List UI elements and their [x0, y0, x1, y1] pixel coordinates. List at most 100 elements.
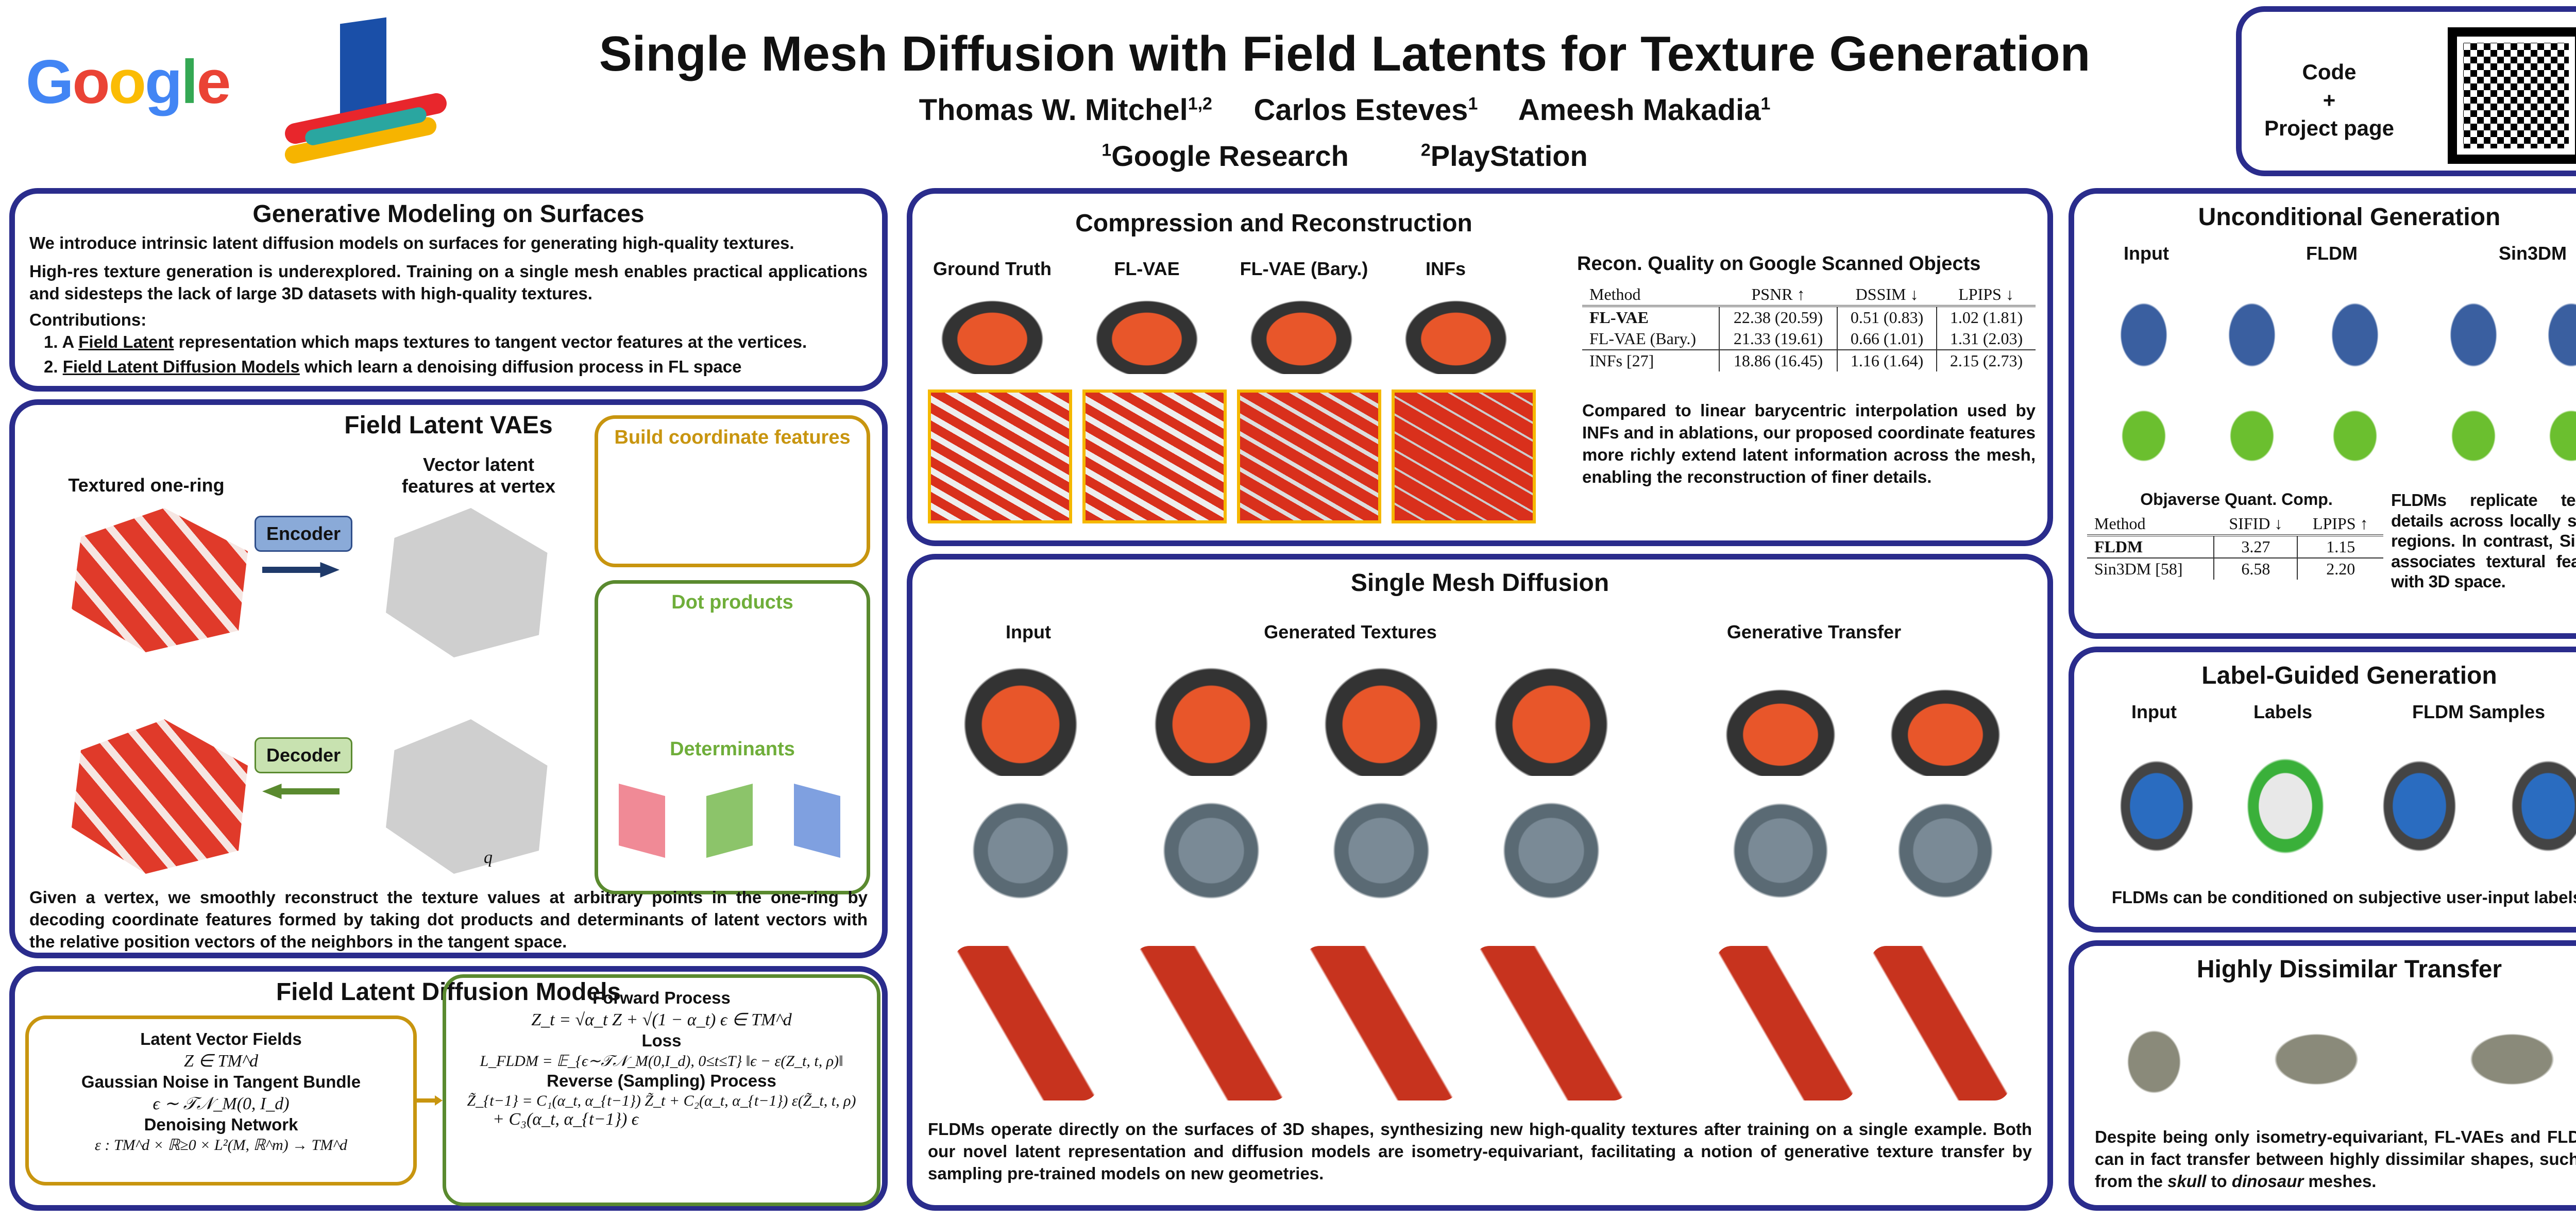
uncond-rows-1-0: Sin3DM [58]	[2094, 560, 2183, 578]
uncond-headers-1: SIFID ↓	[2229, 514, 2283, 533]
encoder-button: Encoder	[255, 516, 352, 552]
figure-image	[943, 781, 1098, 936]
uncond-title: Unconditional Generation	[2198, 204, 2501, 231]
header-qr-label-line2: +	[2323, 88, 2336, 112]
fldm-left-2-m: ε : TM^d × ℝ≥0 × L²(M, ℝ^m) → TM^d	[95, 1136, 347, 1154]
fldm-right-0-h: Forward Process	[592, 988, 731, 1007]
dissimilar-cap2: to	[2206, 1171, 2232, 1191]
figure-image	[1134, 647, 1289, 776]
uncond-cols-0: Input	[2124, 243, 2169, 264]
figure-image	[1304, 946, 1459, 1101]
label-title: Label-Guided Generation	[2201, 662, 2497, 689]
figure-image	[1304, 781, 1459, 936]
dissimilar-skull: skull	[2167, 1171, 2207, 1191]
textured-one-ring	[72, 508, 248, 652]
zoom-crop-gt	[928, 390, 1072, 523]
figure-image	[2224, 730, 2347, 869]
label-cols-2: FLDM Samples	[2412, 701, 2546, 722]
figure-image	[2486, 730, 2576, 869]
vae-build: Build coordinate features	[614, 427, 851, 448]
figure-image	[1716, 946, 1855, 1101]
zoom-crop-bary	[1237, 390, 1381, 523]
header-authors-2-sup: 1	[1760, 94, 1771, 114]
uncond-rows-0-1: 3.27	[2213, 535, 2298, 558]
figure-image	[2095, 268, 2193, 379]
label-caption: FLDMs can be conditioned on subjective u…	[2111, 888, 2576, 907]
intro-p1: We introduce intrinsic latent diffusion …	[29, 233, 794, 252]
figure-image	[2425, 379, 2522, 482]
dissimilar-cap3: meshes.	[2303, 1171, 2377, 1191]
figure-image	[2358, 730, 2481, 869]
dissimilar-section: Highly Dissimilar Transfer Despite being…	[2069, 940, 2576, 1211]
fldm-section: Field Latent Diffusion Models Latent Vec…	[9, 966, 888, 1211]
figure-image	[2095, 730, 2218, 869]
compression-cols-1: FL-VAE	[1114, 258, 1180, 279]
figure-image	[2425, 268, 2522, 379]
fldm-right-2-m: Z̃_{t−1} = C₁(α_t, α_{t−1}) Z̃_t + C₂(α_…	[467, 1092, 856, 1109]
shoe-fl-vae-bary	[1232, 286, 1371, 374]
vae-textured: Textured one-ring	[68, 475, 225, 496]
compression-rows-1-1: 21.33 (19.61)	[1718, 328, 1838, 350]
header-authors-1-name: Carlos Esteves	[1253, 93, 1468, 127]
figure-image	[2419, 1003, 2576, 1116]
compression-cols-0: Ground Truth	[933, 258, 1052, 279]
intro-p2: High-res texture generation is underexpl…	[29, 261, 868, 303]
compression-rows-1-0: FL-VAE (Bary.)	[1589, 329, 1697, 348]
arrow-left-icon	[262, 784, 340, 799]
header-affiliations-0-name: Google Research	[1111, 140, 1349, 172]
figure-image	[1871, 946, 2010, 1101]
figure-image	[2306, 379, 2404, 482]
compression-rows-0-3: 1.02 (1.81)	[1936, 306, 2036, 328]
header-authors-0-sup: 1,2	[1188, 94, 1212, 114]
uncond-rows-0-2: 1.15	[2297, 535, 2383, 558]
decoded-one-ring	[72, 719, 248, 874]
figure-image	[1304, 647, 1459, 776]
compression-table-title: Recon. Quality on Google Scanned Objects	[1577, 253, 1981, 275]
fldm-right-1-m: L_FLDM = 𝔼_{ϵ∼𝒯𝒩_M(0,I_d), 0≤t≤T} ‖ϵ − ε…	[480, 1052, 843, 1070]
compression-rows-2-1: 18.86 (16.45)	[1718, 350, 1838, 371]
figure-image	[2522, 379, 2576, 482]
figure-image	[2224, 1003, 2409, 1116]
authors: Thomas W. Mitchel1,2 Carlos Esteves1 Ame…	[464, 93, 2226, 127]
fldm-left-0-h: Latent Vector Fields	[140, 1029, 302, 1048]
compression-caption: Compared to linear barycentric interpola…	[1582, 401, 2036, 486]
qr-box: Code+Project page	[2236, 6, 2576, 176]
figure-image	[1706, 673, 1855, 776]
figure-image	[2203, 268, 2301, 379]
figure-image	[1474, 781, 1629, 936]
figure-image	[2095, 992, 2213, 1131]
fldm-left-1-m: ϵ ∼ 𝒯𝒩_M(0, I_d)	[152, 1094, 290, 1113]
header-authors-2-name: Ameesh Makadia	[1518, 93, 1761, 127]
fldm-right-2-h: Reverse (Sampling) Process	[547, 1071, 776, 1090]
poster-title: Single Mesh Diffusion with Field Latents…	[599, 26, 2091, 81]
section-title: Generative Modeling on Surfaces	[252, 200, 645, 228]
label-cols-0: Input	[2131, 701, 2177, 722]
header-affiliations-1-sup: 2	[1420, 140, 1431, 160]
dissimilar-dino: dinosaur	[2231, 1171, 2304, 1191]
label-section: Label-Guided Generation Input Labels FLD…	[2069, 647, 2576, 933]
figure-image	[1871, 781, 2020, 936]
arrow-right-icon	[262, 562, 340, 578]
query-mesh	[386, 719, 548, 874]
uncond-rows-1-2: 2.20	[2297, 558, 2383, 580]
compression-section: Compression and Reconstruction Ground Tr…	[907, 188, 2053, 546]
uncond-rows-1-1: 6.58	[2213, 558, 2298, 580]
intro-c2-num: 2.	[44, 357, 63, 377]
uncond-rows-0-0: FLDM	[2094, 537, 2143, 556]
compression-rows-2-0: INFs [27]	[1589, 351, 1654, 370]
compression-rows-2-2: 1.16 (1.64)	[1837, 350, 1937, 371]
label-cols-1: Labels	[2253, 701, 2313, 722]
fldm-left-0-m: Z ∈ TM^d	[183, 1051, 259, 1071]
figure-image	[1134, 781, 1289, 936]
vae-title: Field Latent VAEs	[344, 412, 553, 439]
header-affiliations-1-name: PlayStation	[1430, 140, 1588, 172]
smd-title: Single Mesh Diffusion	[1350, 569, 1609, 597]
figure-image	[1134, 946, 1289, 1101]
vector-latent-mesh	[386, 508, 548, 657]
figure-image	[2203, 379, 2301, 482]
fldm-right-1-h: Loss	[641, 1030, 682, 1050]
playstation-logo	[273, 17, 459, 165]
qr-code[interactable]	[2448, 27, 2576, 164]
